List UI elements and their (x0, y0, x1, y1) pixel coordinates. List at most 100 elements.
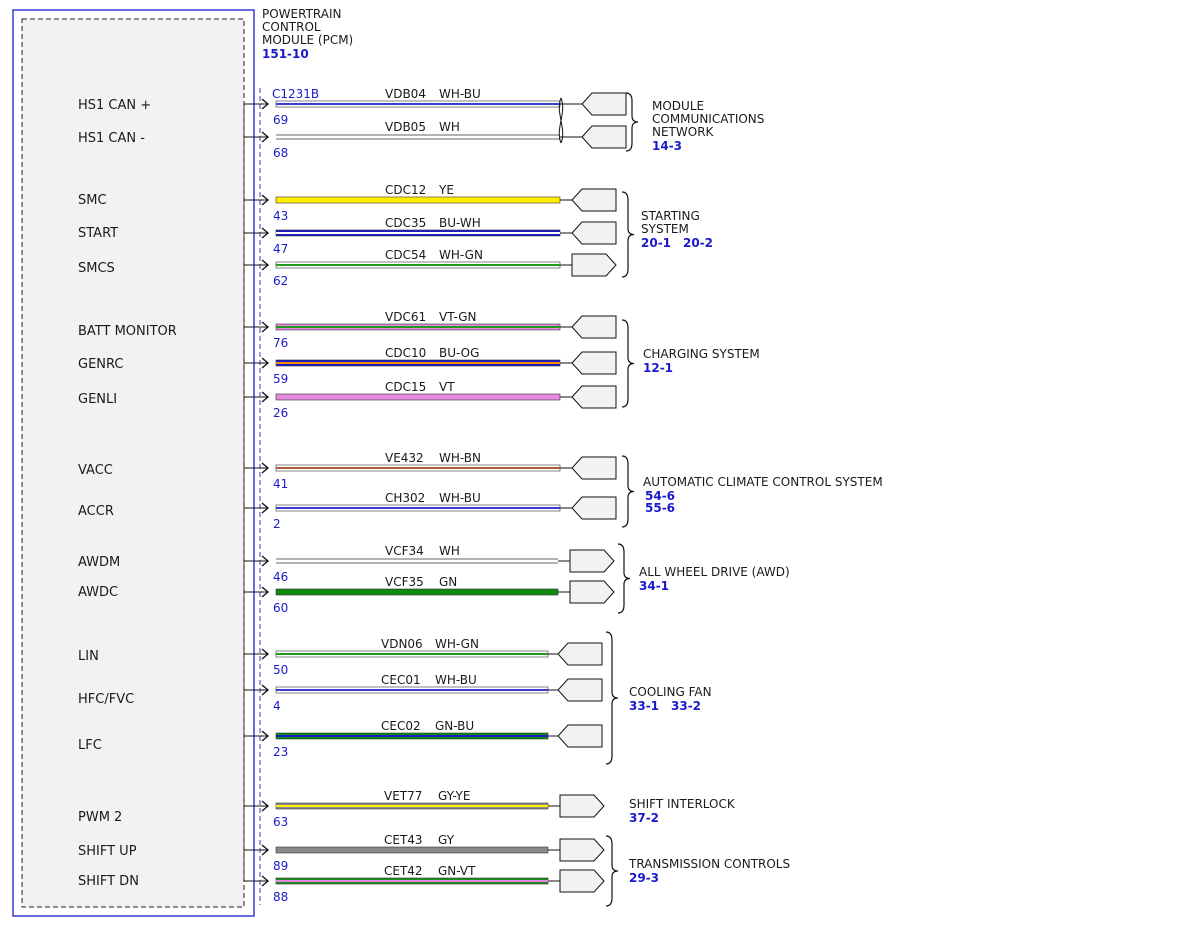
pin-arrow-icon (261, 844, 270, 856)
pin-label: SMCS (78, 261, 115, 276)
destination-title: NETWORK (652, 125, 715, 139)
terminal-connector-icon (557, 678, 603, 702)
pin-number: 4 (273, 699, 281, 713)
pin-number: 2 (273, 517, 281, 531)
circuit-id: CH302 (385, 491, 425, 505)
destination-title: COMMUNICATIONS (652, 112, 764, 126)
pin-arrow-icon (261, 391, 270, 403)
connector-id[interactable]: C1231B (272, 87, 319, 101)
wire-stripe (276, 467, 560, 469)
page-ref-link[interactable]: 20-2 (683, 236, 713, 250)
pin-number: 26 (273, 406, 288, 420)
wire-color-code: WH (439, 544, 460, 558)
page-ref-link[interactable]: 33-2 (671, 699, 701, 713)
destination-title: COOLING FAN (629, 685, 712, 699)
terminal-connector-icon (571, 315, 617, 339)
destination-title: SHIFT INTERLOCK (629, 797, 736, 811)
wire-stripe (276, 232, 560, 234)
brace-icon (605, 631, 619, 765)
terminal-arrow-icon (559, 838, 605, 862)
page-ref-link[interactable]: 34-1 (639, 579, 669, 593)
circuit-id: CDC12 (385, 183, 426, 197)
page-ref-link[interactable]: 37-2 (629, 811, 659, 825)
page-ref-link[interactable]: 54-6 (645, 489, 675, 503)
brace-icon (625, 92, 639, 152)
wire-body (275, 196, 561, 204)
pin-label: BATT MONITOR (78, 324, 177, 339)
brace-icon (621, 319, 635, 408)
wire-stripe (276, 507, 560, 509)
page-ref-link[interactable]: 33-1 (629, 699, 659, 713)
terminal-arrow-icon (569, 549, 615, 573)
pin-number: 69 (273, 113, 288, 127)
pin-label: AWDM (78, 555, 120, 570)
destination-title: TRANSMISSION CONTROLS (628, 857, 790, 871)
circuit-id: CDC54 (385, 248, 426, 262)
brace-icon (621, 455, 635, 528)
terminal-arrow-icon (569, 580, 615, 604)
circuit-id: CDC15 (385, 380, 426, 394)
pin-label: HFC/FVC (78, 692, 134, 707)
pin-label: SHIFT DN (78, 874, 139, 889)
destinations-layer: MODULECOMMUNICATIONSNETWORK14-3STARTINGS… (605, 92, 883, 907)
page-ref-link[interactable]: 14-3 (652, 139, 682, 153)
destination-title: SYSTEM (641, 222, 689, 236)
terminal-connector-icon (571, 351, 617, 375)
pin-number: 23 (273, 745, 288, 759)
terminal-connector-icon (571, 385, 617, 409)
wire-stripe (276, 880, 548, 882)
terminal-connector-icon (581, 92, 627, 116)
circuit-id: CEC02 (381, 719, 421, 733)
wire-stripe (276, 362, 560, 364)
wire-color-code: WH-GN (439, 248, 483, 262)
page-ref-link[interactable]: 55-6 (645, 501, 675, 515)
circuit-id: VCF35 (385, 575, 424, 589)
pin-label: SHIFT UP (78, 844, 137, 859)
wire-color-code: WH-BU (439, 491, 481, 505)
wire-color-code: BU-OG (439, 346, 479, 360)
module-ref[interactable]: 151-10 (262, 47, 309, 61)
page-ref-link[interactable]: 29-3 (629, 871, 659, 885)
pin-arrow-icon (261, 194, 270, 206)
brace-icon (605, 835, 619, 907)
page-ref-link[interactable]: 12-1 (643, 361, 673, 375)
pin-number: 88 (273, 890, 288, 904)
wire-color-code: VT-GN (439, 310, 476, 324)
pin-arrow-icon (261, 357, 270, 369)
terminal-arrow-icon (559, 794, 605, 818)
wire-stripe (276, 264, 560, 266)
circuit-id: VET77 (384, 789, 422, 803)
page-ref-link[interactable]: 20-1 (641, 236, 671, 250)
pin-number: 76 (273, 336, 288, 350)
wire-color-code: WH-BN (439, 451, 481, 465)
terminal-connector-icon (557, 642, 603, 666)
circuit-id: VDB04 (385, 87, 426, 101)
wire-stripe (276, 103, 560, 105)
pin-label: AWDC (78, 585, 118, 600)
circuit-id: VE432 (385, 451, 424, 465)
wire-color-code: GY-YE (438, 789, 470, 803)
wire-stripe (276, 653, 548, 655)
